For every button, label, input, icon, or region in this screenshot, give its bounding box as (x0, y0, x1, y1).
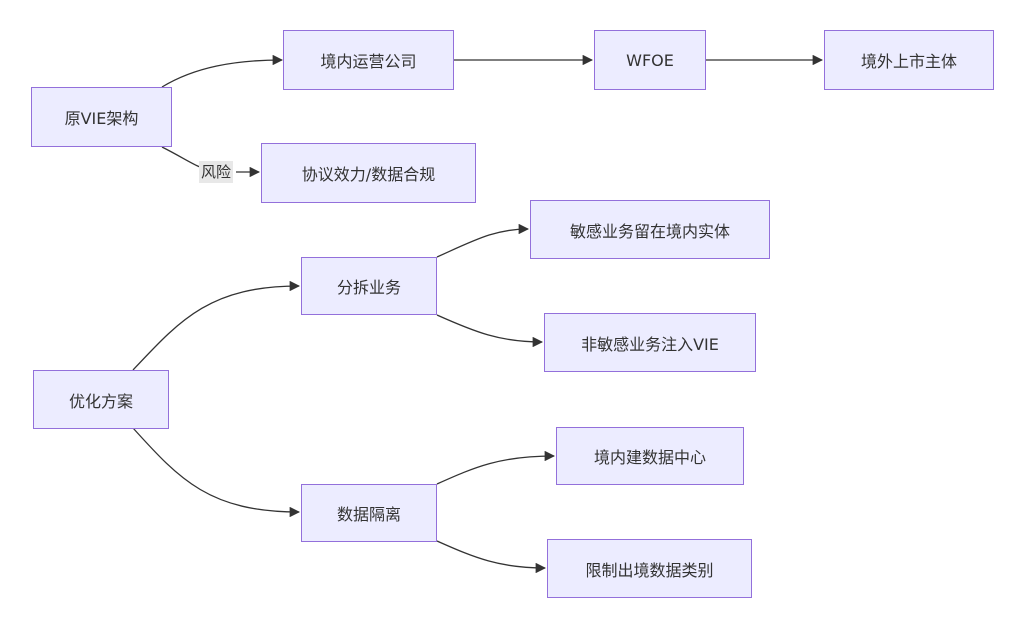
node-data-isolation: 数据隔离 (301, 484, 437, 542)
node-sensitive-business-domestic: 敏感业务留在境内实体 (530, 200, 770, 259)
node-restrict-data-export: 限制出境数据类别 (547, 539, 752, 598)
node-nonsensitive-business-vie: 非敏感业务注入VIE (544, 313, 756, 372)
edge-opt-to-split (132, 280, 301, 371)
node-domestic-operating-company: 境内运营公司 (283, 30, 454, 90)
node-domestic-datacenter: 境内建数据中心 (556, 427, 744, 485)
edge-vie-to-agreement (161, 146, 259, 172)
edge-vie-to-domestic-op (161, 54, 284, 88)
node-overseas-listed-entity: 境外上市主体 (824, 30, 994, 90)
edge-label-risk: 风险 (199, 161, 234, 183)
node-original-vie: 原VIE架构 (31, 87, 172, 147)
edge-isolation-to-datacenter (436, 450, 556, 485)
node-split-business: 分拆业务 (301, 257, 437, 315)
edge-opt-to-isolation (132, 427, 301, 518)
node-optimization-plan: 优化方案 (33, 370, 169, 429)
edge-split-to-nonsensitive (436, 314, 544, 348)
node-agreement-validity: 协议效力/数据合规 (261, 143, 476, 203)
edge-isolation-to-restrict (436, 540, 547, 574)
node-wfoe: WFOE (594, 30, 706, 90)
edge-split-to-sensitive (436, 223, 530, 258)
